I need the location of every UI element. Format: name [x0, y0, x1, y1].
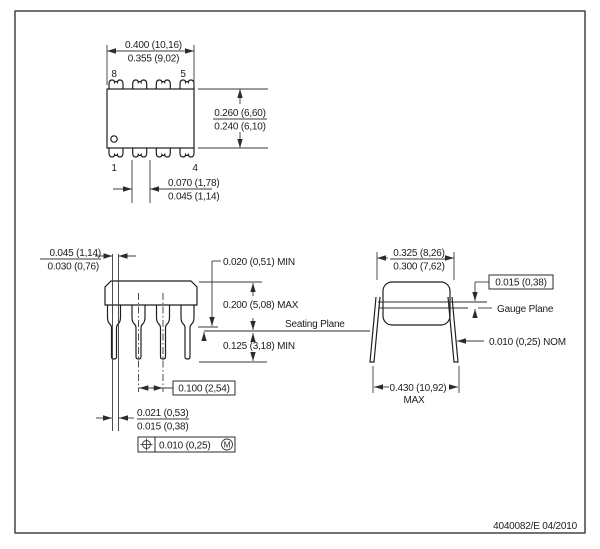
feature-control-frame: 0.010 (0,25) M: [137, 436, 236, 453]
left-leg: [369, 296, 381, 363]
dim-end-span-min: 0.300 (7,62): [393, 262, 445, 273]
dim-side-standoff-min: 0.020 (0,51) MIN: [223, 257, 295, 268]
dim-side-lead-width-max: 0.021 (0,53): [137, 408, 189, 419]
sheet-border: [14, 10, 586, 534]
pin-number-5: 5: [180, 69, 186, 80]
side-view: 0.045 (1,14) 0.030 (0,76) 0.020 (0,51) M…: [40, 248, 370, 453]
mmc-modifier-icon: M: [221, 438, 233, 451]
package-body-end-view: [382, 281, 451, 326]
pin1-indicator-dot: [110, 135, 118, 143]
dim-end-span: 0.325 (8,26) 0.300 (7,62): [376, 248, 455, 280]
dim-side-standoff: 0.020 (0,51) MIN: [198, 257, 295, 341]
dim-side-height-max: 0.200 (5,08) MAX: [223, 300, 299, 311]
dim-side-lead-length: 0.125 (3,18) MIN: [199, 333, 295, 363]
seating-plane-label: Seating Plane: [285, 319, 345, 330]
dim-end-overall-max-qualifier: MAX: [403, 395, 425, 406]
dim-side-shoulder-max: 0.045 (1,14): [49, 248, 101, 259]
dim-side-shoulder-min: 0.030 (0,76): [47, 262, 99, 273]
dim-end-lead-thickness: 0.010 (0,25) NOM: [457, 337, 566, 348]
dim-top-pin-width: 0.070 (1,78) 0.045 (1,14): [113, 160, 220, 203]
dim-top-width-max: 0.400 (10,16): [125, 40, 182, 51]
dim-top-width-min: 0.355 (9,02): [128, 54, 180, 65]
position-tolerance-icon: [140, 438, 153, 451]
dim-top-depth: 0.260 (6,60) 0.240 (6,10): [198, 88, 268, 149]
mmc-modifier-letter: M: [224, 441, 231, 450]
dim-end-lead-thk: 0.010 (0,25) NOM: [489, 337, 566, 348]
dim-end-gauge-offset: 0.015 (0,38): [472, 274, 554, 318]
dim-end-overall: 0.430 (10,92) MAX: [372, 366, 460, 406]
dim-side-pitch-value: 0.100 (2,54): [178, 384, 230, 395]
dim-top-depth-max: 0.260 (6,60): [214, 108, 266, 119]
dim-side-height: 0.200 (5,08) MAX: [199, 281, 299, 330]
dim-top-pin-width-min: 0.045 (1,14): [168, 192, 220, 203]
dim-end-span-max: 0.325 (8,26): [393, 248, 445, 259]
right-leg: [447, 296, 459, 363]
dim-side-lead-width-min: 0.015 (0,38): [137, 422, 189, 433]
side-view-leads: [106, 304, 195, 360]
dim-side-lead-min: 0.125 (3,18) MIN: [223, 341, 295, 352]
dim-top-width: 0.400 (10,16) 0.355 (9,02): [106, 40, 195, 85]
position-tolerance-value: 0.010 (0,25): [159, 441, 211, 452]
pin-number-1: 1: [111, 163, 117, 174]
package-body-side-view: [104, 280, 198, 306]
dim-end-gauge-offset-value: 0.015 (0,38): [495, 278, 547, 289]
top-view-pins: [108, 79, 195, 158]
dim-end-overall-max: 0.430 (10,92): [390, 383, 447, 394]
drawing-number: 4040082/E 04/2010: [493, 521, 578, 532]
dim-top-pin-width-max: 0.070 (1,78): [168, 178, 220, 189]
pin-number-8: 8: [111, 69, 117, 80]
gauge-plane-label: Gauge Plane: [497, 304, 554, 315]
pin-number-4: 4: [192, 163, 198, 174]
top-view: 8 5 1 4 0.400 (10,16) 0.355 (9,02) 0.260…: [106, 40, 268, 203]
end-view: Gauge Plane 0.325 (8,26) 0.300 (7,62) 0.…: [369, 248, 566, 406]
package-body-top-view: [106, 88, 195, 149]
dim-side-lead-width: 0.021 (0,53) 0.015 (0,38): [96, 408, 189, 433]
dim-side-shoulder: 0.045 (1,14) 0.030 (0,76): [40, 248, 136, 273]
dim-side-pitch: 0.100 (2,54): [139, 380, 236, 396]
dim-top-depth-min: 0.240 (6,10): [214, 122, 266, 133]
